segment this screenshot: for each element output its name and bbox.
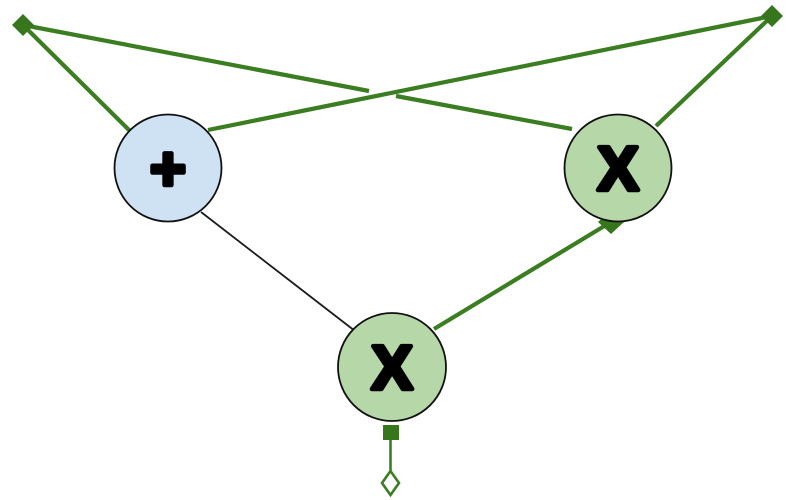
edge-topleft-to-mulright-seg1: [22, 22, 370, 94]
node-mul-right: [563, 113, 673, 223]
edge-sum-to-topright: [207, 13, 773, 133]
node-mul-bottom: [337, 312, 447, 422]
node-sum-label: +: [150, 135, 186, 204]
edge-mulbottom-to-mulright: [432, 220, 613, 331]
node-sum: [113, 113, 223, 223]
filled-diamond-marker-topright: [761, 5, 783, 27]
node-mul-bottom-label: X: [371, 334, 412, 403]
edge-topleft-to-sum: [21, 23, 132, 133]
edge-topright-to-mulright: [654, 14, 774, 128]
edge-sum-to-mulbottom: [200, 211, 356, 332]
open-diamond-marker-output: [380, 468, 401, 498]
filled-square-marker-mulbottom-output: [383, 425, 399, 440]
edge-topleft-to-mulright-seg2: [395, 93, 573, 132]
filled-diamond-marker-topleft: [12, 14, 34, 36]
node-mul-right-label: X: [597, 135, 638, 204]
